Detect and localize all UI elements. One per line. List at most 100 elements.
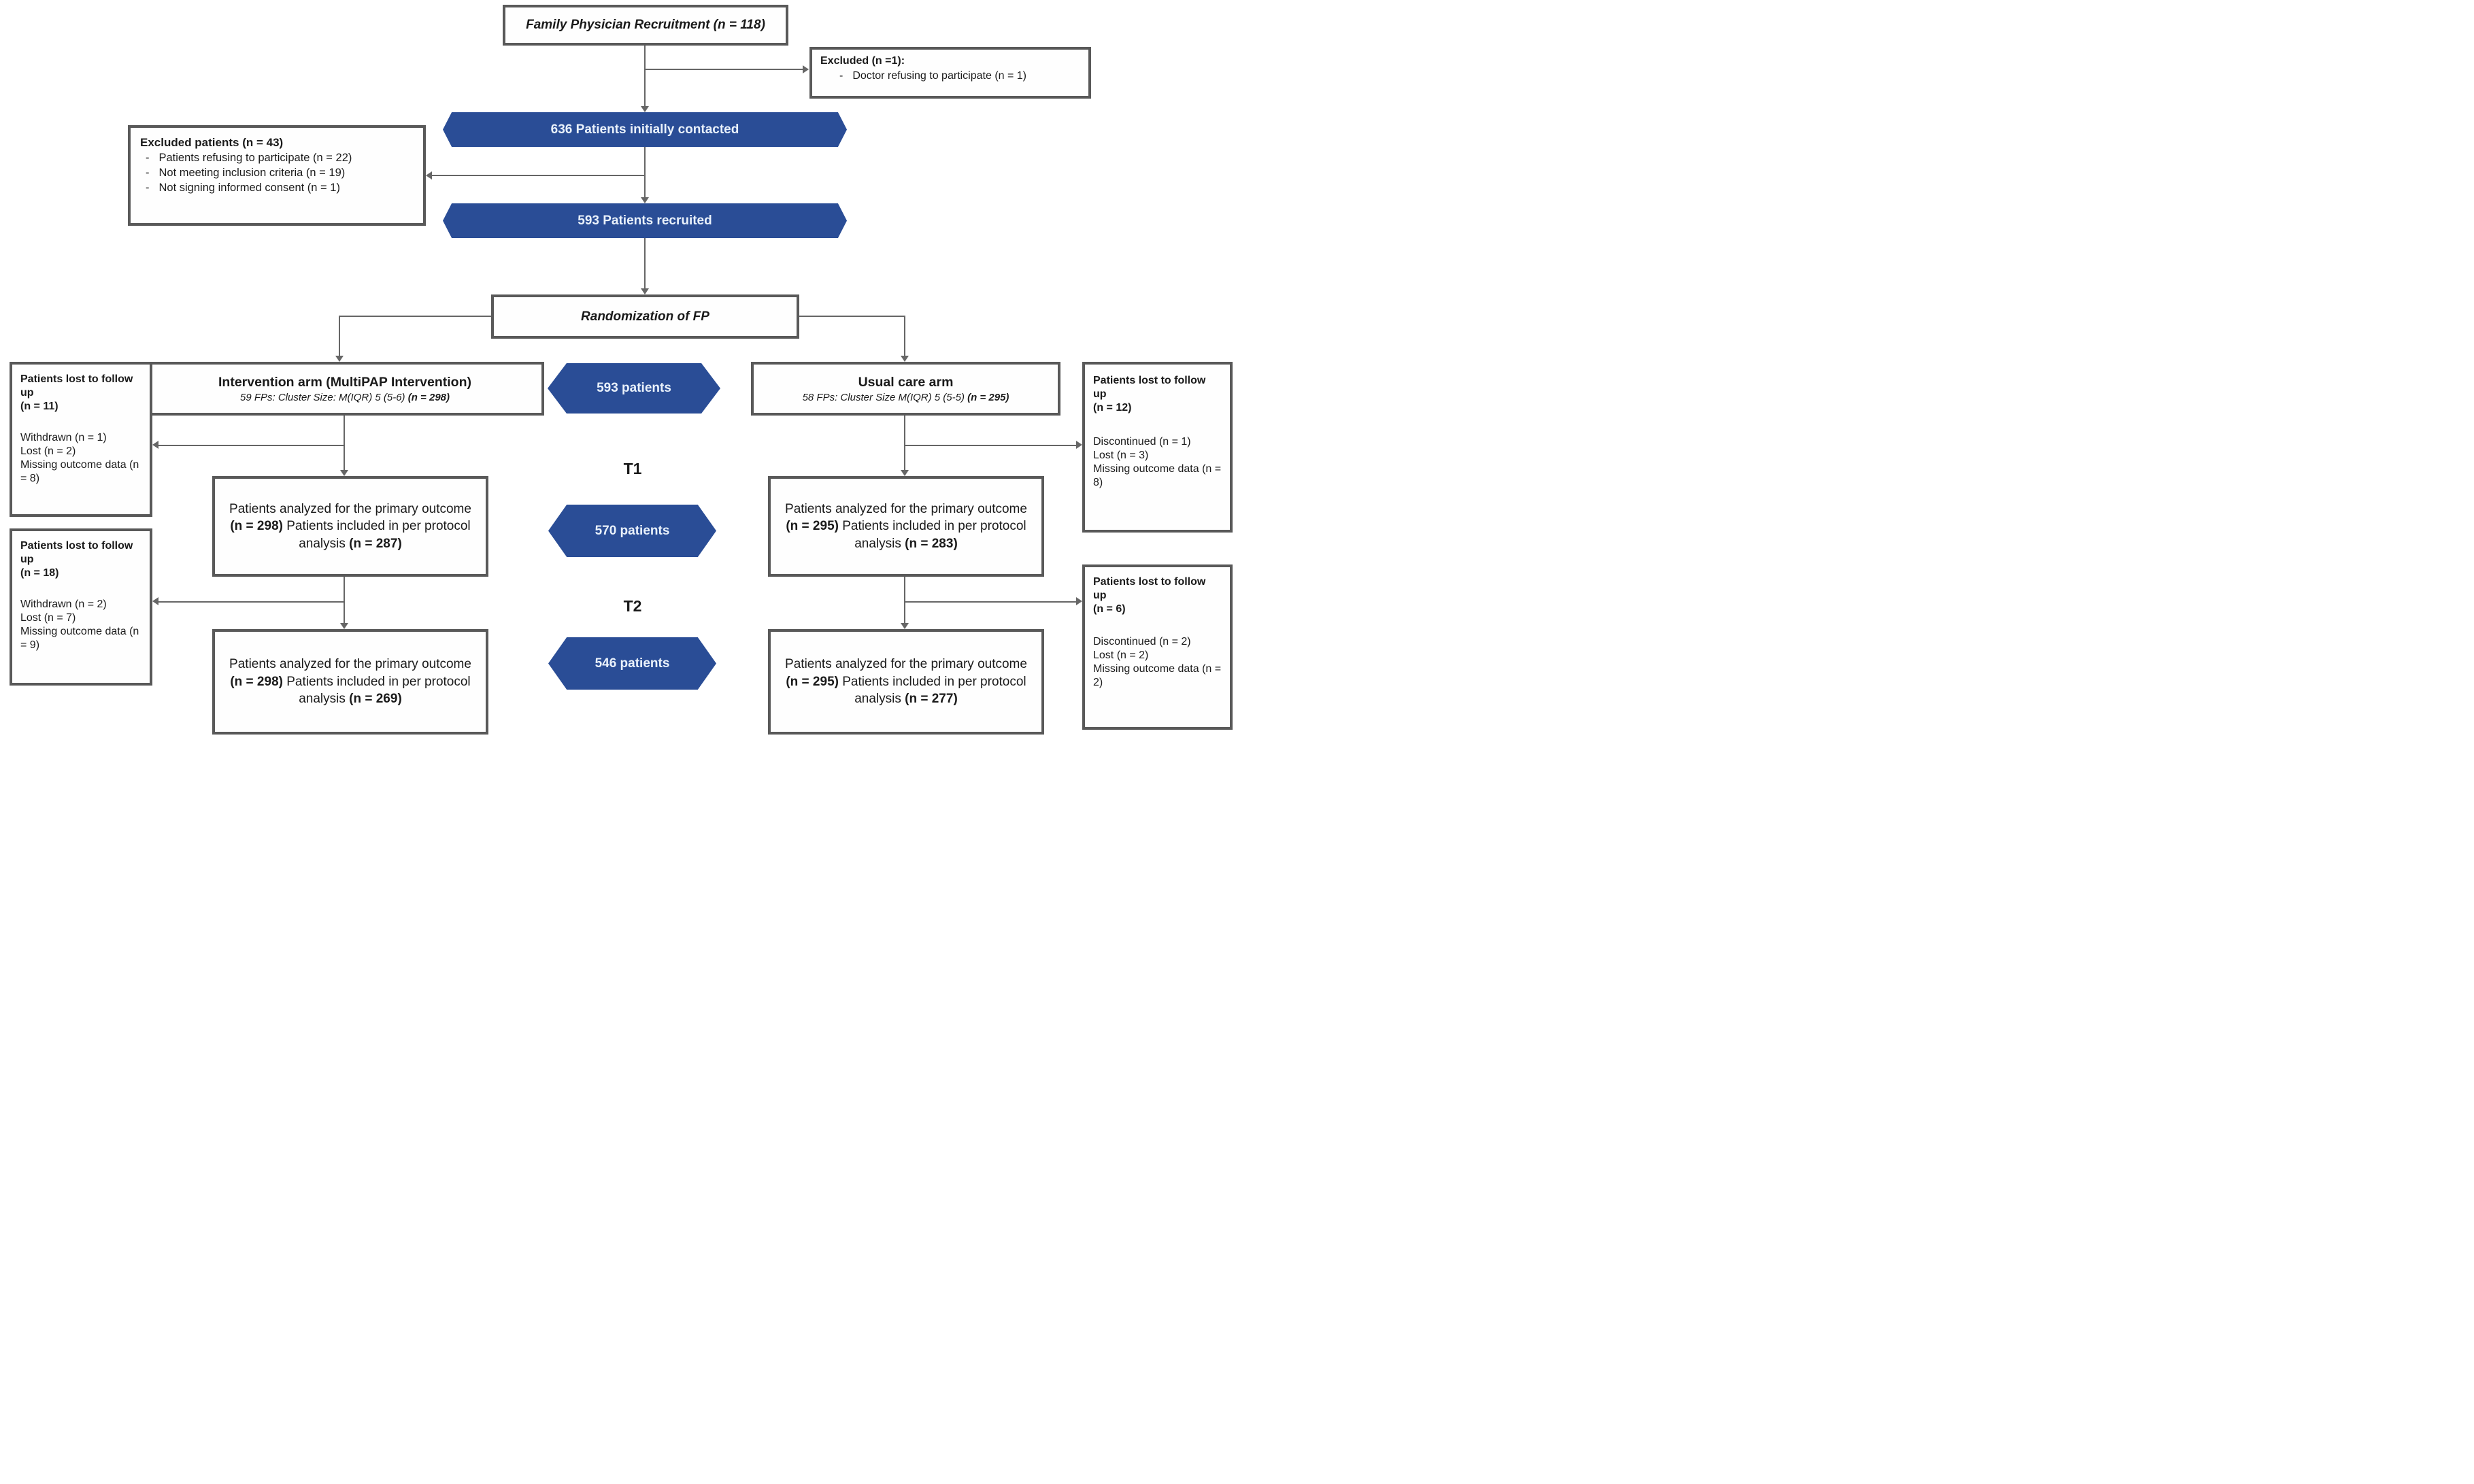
lost-t1-usual-title: Patients lost to follow up [1093, 375, 1206, 400]
fp-recruitment-box: Family Physician Recruitment (n = 118) [503, 5, 788, 46]
connector-line [339, 316, 340, 356]
randomized-hexagon: 593 patients [548, 363, 720, 414]
excluded-patients-item: - Not meeting inclusion criteria (n = 19… [146, 167, 345, 180]
analysis-text: Patients analyzed for the primary outcom… [229, 501, 471, 516]
randomized-hexagon-label: 593 patients [597, 381, 671, 395]
connector-line [158, 445, 344, 446]
analysis-text: Patients included in per protocol analys… [286, 674, 471, 707]
connector-line [432, 175, 645, 176]
excluded-patients-item: - Patients refusing to participate (n = … [146, 152, 352, 165]
analysis-n: (n = 295) [786, 674, 839, 689]
arrowhead-down [340, 623, 348, 629]
analysis-text: Patients included in per protocol analys… [842, 519, 1026, 551]
recruited-hexagon: 593 Patients recruited [443, 203, 847, 238]
lost-t2-usual-item: Lost (n = 2) [1093, 650, 1149, 661]
analysis-t2-usual-text: Patients analyzed for the primary outcom… [771, 652, 1041, 712]
lost-t2-intervention-n: (n = 18) [20, 567, 59, 579]
usual-care-arm-box: Usual care arm 58 FPs: Cluster Size M(IQ… [751, 362, 1060, 416]
usual-care-arm-subtitle-text: 58 FPs: Cluster Size M(IQR) 5 (5-5) [802, 391, 965, 403]
connector-line [904, 316, 905, 356]
analysis-n: (n = 298) [230, 519, 283, 534]
arrowhead-down [641, 197, 649, 203]
connector-line [344, 577, 345, 624]
analysis-t1-usual-box: Patients analyzed for the primary outcom… [768, 476, 1044, 577]
usual-care-arm-title: Usual care arm [858, 374, 954, 390]
usual-care-arm-subtitle-n: (n = 295) [967, 391, 1009, 403]
intervention-arm-box: Intervention arm (MultiPAP Intervention)… [146, 362, 544, 416]
lost-t1-intervention-item: Lost (n = 2) [20, 445, 76, 457]
arrowhead-right [1076, 597, 1082, 605]
lost-t2-usual-box: Patients lost to follow up (n = 6) Disco… [1082, 564, 1233, 730]
connector-line [344, 416, 345, 471]
t2-label: T2 [623, 597, 642, 615]
excluded-fp-item-text: Doctor refusing to participate (n = 1) [852, 70, 1027, 82]
excluded-patients-title: Excluded patients (n = 43) [140, 136, 284, 149]
lost-t1-usual-n: (n = 12) [1093, 402, 1132, 414]
analysis-t1-intervention-text: Patients analyzed for the primary outcom… [215, 496, 486, 557]
intervention-arm-subtitle: 59 FPs: Cluster Size: M(IQR) 5 (5-6) (n … [240, 392, 450, 403]
excluded-fp-title: Excluded (n =1): [820, 55, 905, 67]
lost-t1-usual-box: Patients lost to follow up (n = 12) Disc… [1082, 362, 1233, 533]
consort-flow-diagram: Family Physician Recruitment (n = 118) E… [0, 0, 1237, 742]
analysis-n: (n = 283) [905, 536, 958, 551]
arrowhead-down [641, 288, 649, 294]
excluded-patients-item-text: Not meeting inclusion criteria (n = 19) [158, 167, 346, 179]
lost-t1-intervention-n: (n = 11) [20, 401, 58, 412]
arrowhead-down [901, 623, 909, 629]
analysis-n: (n = 287) [349, 536, 402, 551]
arrowhead-left [152, 441, 158, 449]
intervention-arm-subtitle-n: (n = 298) [407, 391, 450, 403]
analysis-t2-intervention-text: Patients analyzed for the primary outcom… [215, 652, 486, 712]
t2-hexagon-label: 546 patients [595, 656, 670, 671]
excluded-patients-box: Excluded patients (n = 43) - Patients re… [128, 125, 426, 226]
randomization-label: Randomization of FP [581, 309, 709, 324]
lost-t2-usual-n: (n = 6) [1093, 603, 1126, 615]
dash-bullet: - [146, 152, 150, 164]
excluded-fp-item: - Doctor refusing to participate (n = 1) [839, 70, 1026, 82]
analysis-text: Patients analyzed for the primary outcom… [229, 657, 471, 672]
analysis-t1-usual-text: Patients analyzed for the primary outcom… [771, 496, 1041, 557]
arrowhead-down [901, 356, 909, 362]
analysis-text: Patients included in per protocol analys… [842, 674, 1026, 707]
analysis-text: Patients included in per protocol analys… [286, 519, 471, 551]
lost-t1-usual-item: Missing outcome data (n = 8) [1093, 463, 1222, 488]
analysis-t2-intervention-box: Patients analyzed for the primary outcom… [212, 629, 488, 735]
dash-bullet: - [839, 70, 843, 82]
analysis-text: Patients analyzed for the primary outcom… [785, 657, 1027, 672]
arrowhead-down [641, 106, 649, 112]
connector-line [904, 577, 905, 624]
lost-t2-intervention-box: Patients lost to follow up (n = 18) With… [10, 528, 152, 686]
fp-recruitment-label: Family Physician Recruitment (n = 118) [526, 18, 765, 32]
lost-t2-usual-title: Patients lost to follow up [1093, 576, 1206, 601]
connector-line [339, 316, 491, 317]
analysis-n: (n = 269) [349, 692, 402, 707]
connector-line [645, 69, 803, 70]
lost-t1-usual-item: Discontinued (n = 1) [1093, 436, 1191, 448]
connector-line [644, 238, 646, 288]
excluded-patients-item-text: Not signing informed consent (n = 1) [158, 182, 340, 194]
dash-bullet: - [146, 182, 150, 194]
connector-line [905, 445, 1077, 446]
lost-t1-intervention-item: Withdrawn (n = 1) [20, 432, 107, 443]
analysis-n: (n = 295) [786, 519, 839, 534]
excluded-fp-box: Excluded (n =1): - Doctor refusing to pa… [809, 47, 1091, 99]
connector-line [905, 601, 1077, 603]
lost-t2-intervention-item: Lost (n = 7) [20, 612, 76, 624]
arrowhead-left [152, 597, 158, 605]
connector-line [158, 601, 344, 603]
lost-t2-intervention-title: Patients lost to follow up [20, 540, 133, 565]
connector-line [644, 46, 646, 106]
arrowhead-right [803, 65, 809, 73]
t2-hexagon: 546 patients [548, 637, 716, 690]
arrowhead-left [426, 171, 432, 180]
arrowhead-down [901, 470, 909, 476]
lost-t1-intervention-box: Patients lost to follow up (n = 11) With… [10, 362, 152, 517]
usual-care-arm-subtitle: 58 FPs: Cluster Size M(IQR) 5 (5-5) (n =… [803, 392, 1009, 403]
analysis-n: (n = 277) [905, 692, 958, 707]
arrowhead-down [340, 470, 348, 476]
lost-t2-intervention-item: Missing outcome data (n = 9) [20, 626, 139, 651]
t1-label: T1 [623, 460, 642, 477]
contacted-hexagon: 636 Patients initially contacted [443, 112, 847, 147]
lost-t1-intervention-title: Patients lost to follow up [20, 373, 133, 399]
connector-line [799, 316, 905, 317]
